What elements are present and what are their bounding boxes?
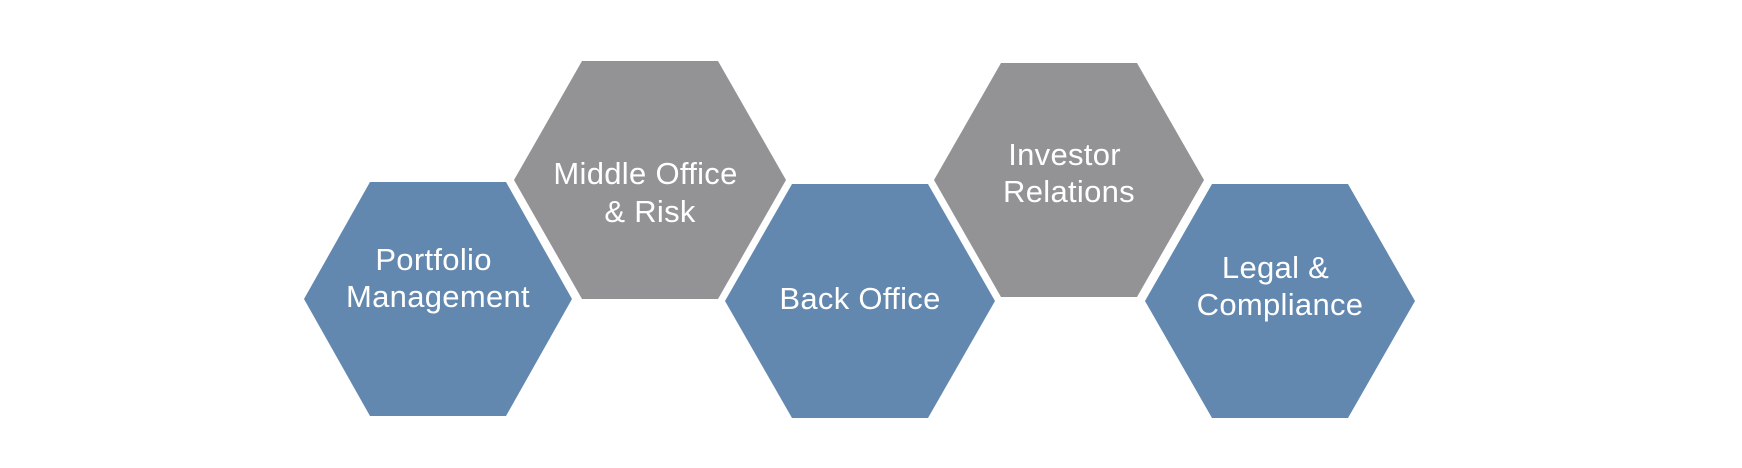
hexagon-investor-relations: Investor Relations [934,63,1204,297]
hexagon-shape [304,182,572,416]
hexagon-shape [1145,184,1415,418]
hexagon-back-office: Back Office [725,184,995,418]
hexagon-label: Portfolio Management [346,242,530,314]
hexagon-label-line: Legal & [1222,250,1329,285]
hexagon-middle-office-risk: Middle Office & Risk [514,61,786,299]
hexagon-shape [514,61,786,299]
hexagon-label-line: Investor [1008,137,1121,172]
hexagon-shape [725,184,995,418]
hexagon-label-line: Relations [1003,174,1135,209]
hexagon-legal-compliance: Legal & Compliance [1145,184,1415,418]
hexagon-label: Legal & Compliance [1197,250,1364,322]
hexagon-label: Investor Relations [1003,137,1135,209]
hexagon-label-line: Management [346,279,530,314]
hexagon-label: Middle Office & Risk [553,156,746,229]
hexagon-label-line: Middle Office [553,156,737,191]
hexagon-label-line: Compliance [1197,287,1364,322]
hexagon-shape [934,63,1204,297]
hexagon-label-line: & Risk [604,194,696,229]
hexagon-label: Back Office [779,281,940,316]
hexagon-label-line: Portfolio [375,242,491,277]
hexagon-label-line: Back Office [779,281,940,316]
hexagon-portfolio-management: Portfolio Management [304,182,572,416]
